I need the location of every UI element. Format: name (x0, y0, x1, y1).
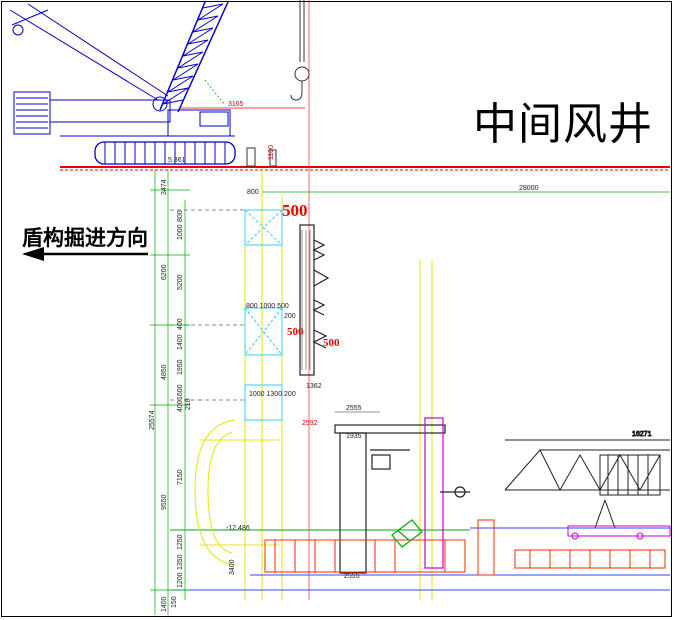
dim-inner-j: 1250 (177, 534, 184, 550)
tunnel-ring (194, 419, 280, 566)
dim-inner-a: 800 (177, 210, 184, 222)
dim-500-a: 500 (282, 201, 308, 220)
dim-inner-c: 5200 (177, 274, 184, 290)
hanging-segment (299, 224, 330, 376)
dim-inner-o: 150 (171, 596, 178, 608)
ground-dim-b: 1100 (268, 145, 275, 160)
crane-radius-label: 3165 (228, 101, 244, 108)
direction-text: 盾构掘进方向 (22, 226, 148, 250)
dim-800: 800 (247, 189, 259, 196)
dim-500-b: 500 (287, 326, 304, 338)
base-segments (264, 519, 666, 576)
dim-800-1000-500: 800 1000 500 (246, 303, 289, 310)
dim-inner-i: 7150 (177, 469, 184, 485)
page-title: 中间风井 (473, 99, 653, 150)
dim-2555-bottom: 2555 (344, 573, 360, 580)
dim-inner-b: 1000 (177, 224, 184, 240)
left-dim-chain (150, 170, 190, 615)
direction-label: 盾构掘进方向 (22, 222, 148, 252)
dim-inner-l: 1200 (177, 572, 184, 588)
ground-post (246, 147, 277, 167)
dim-inner-m: 3400 (229, 559, 236, 575)
shaft-walls (170, 170, 670, 600)
dim-16271: 16271 (632, 431, 652, 438)
dim-inner-g: 400 (177, 400, 184, 412)
top-span-label: 28000 (519, 185, 539, 192)
dim-1000-1300-200: 1000 1300 200 (249, 391, 296, 398)
crane-radius-dim: 3165 (180, 79, 305, 109)
dim-left-a: 3474 (161, 179, 168, 195)
green-detail (391, 519, 423, 548)
left-dim-labels: 25574 3474 6200 4850 9550 1400 800 1000 … (149, 179, 236, 612)
gantry-frame (334, 417, 470, 574)
crane-hook-icon (290, 0, 310, 600)
dim-left-b: 6200 (161, 264, 168, 280)
gantry-dims: 2555 1935 2592 2555 (302, 405, 380, 580)
dim-500-c: 500 (323, 337, 340, 349)
dim-2592: 2592 (302, 420, 318, 427)
top-span-dim: 28000 (262, 185, 670, 193)
dim-1362: 1362 (306, 383, 322, 390)
ground-dim-a: 5.861 (168, 157, 186, 164)
dim-inner-f: 1950 (177, 359, 184, 375)
dim-inner-k: 1350 (177, 554, 184, 570)
ground-line (60, 166, 670, 171)
rail-cart (470, 525, 671, 540)
dim-inner-n: 210 (185, 398, 192, 410)
right-truss: 16271 (504, 431, 670, 529)
dim-left-total: 25574 (149, 410, 156, 430)
dim-1935: 1935 (346, 433, 362, 440)
crane-icon (9, 1, 236, 165)
dim-left-d: 9550 (161, 494, 168, 510)
dim-left-c: 4850 (161, 364, 168, 380)
dim-200: 200 (284, 313, 296, 320)
dim-2555-top: 2555 (346, 405, 362, 412)
dim-inner-e: 1400 (177, 334, 184, 350)
dim-inner-d: 400 (177, 318, 184, 330)
dim-left-e: 1400 (161, 596, 168, 612)
dim-elevation: -12.486 (226, 525, 250, 532)
dim-inner-h: 1600 (177, 384, 184, 400)
